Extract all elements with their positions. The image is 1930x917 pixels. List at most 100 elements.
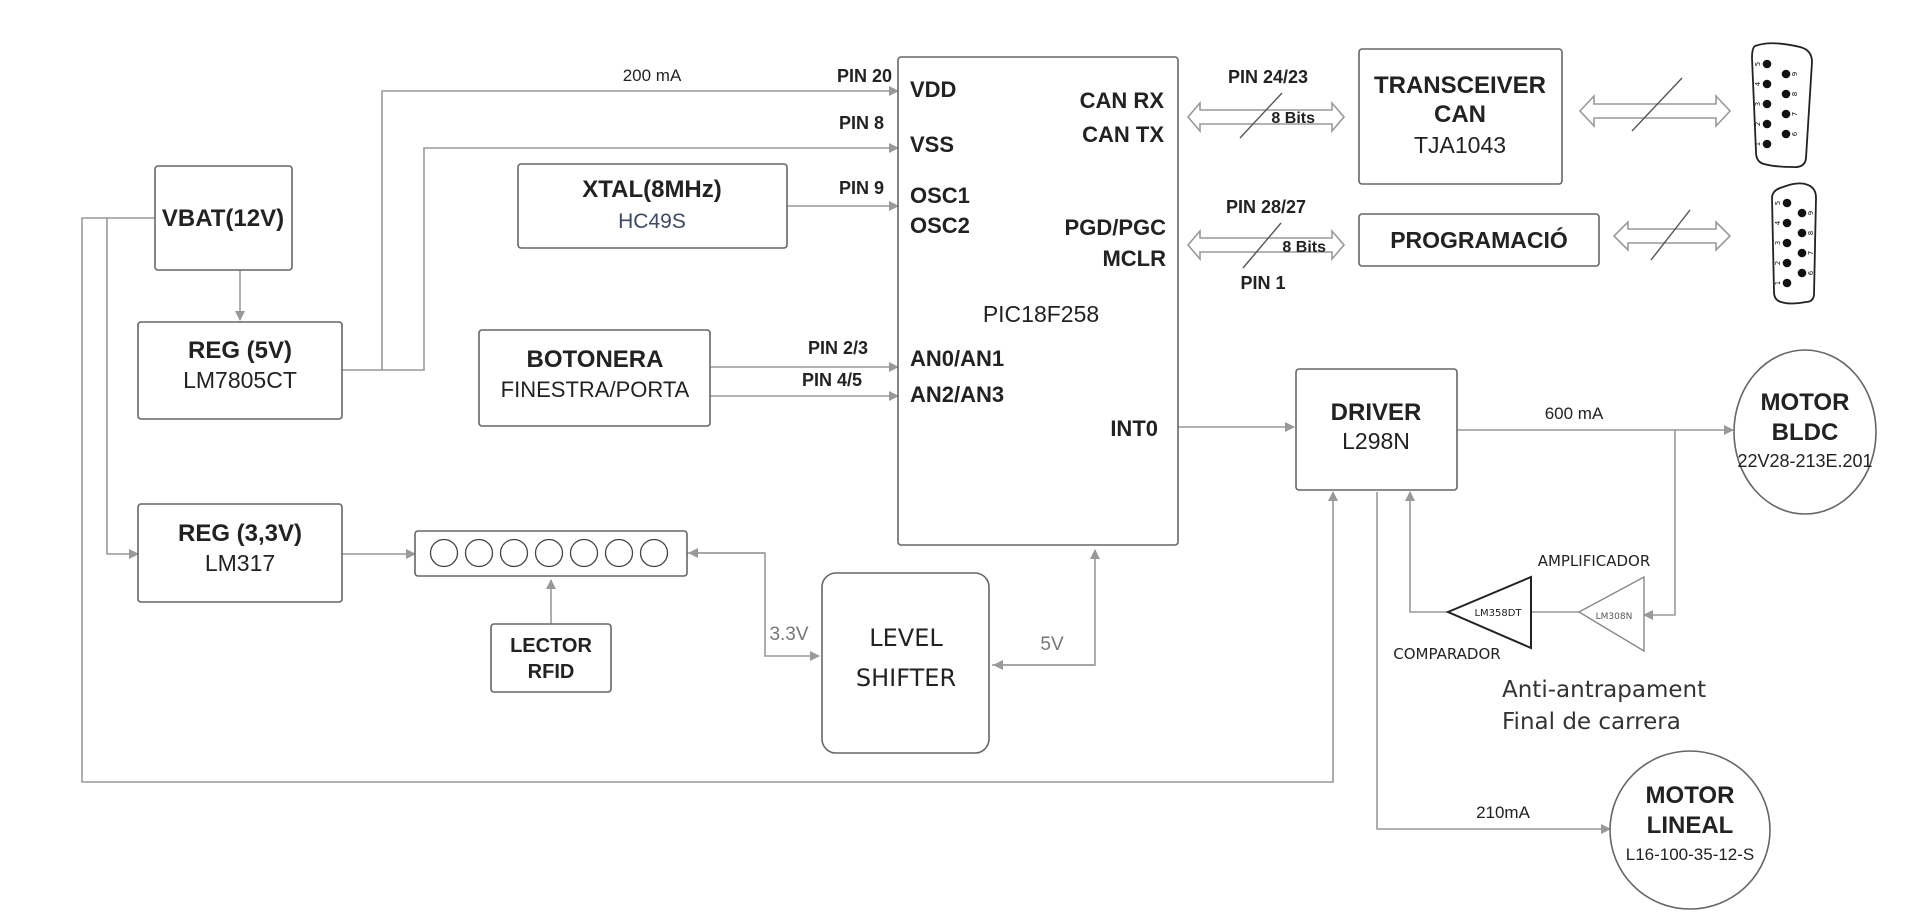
db9-pin-dot bbox=[1782, 198, 1792, 208]
slash-prog bbox=[1242, 222, 1282, 269]
programacio-title: PROGRAMACIÓ bbox=[1390, 226, 1568, 253]
wire-reg5-vss bbox=[382, 143, 899, 371]
driver-box bbox=[1295, 368, 1458, 491]
connector-pin bbox=[604, 538, 634, 568]
label-5v: 5V bbox=[1040, 634, 1064, 655]
mcu-pin-osc1: OSC1 bbox=[910, 183, 970, 208]
db9-pin-dot bbox=[1782, 258, 1792, 268]
transceiver-title-2: CAN bbox=[1434, 101, 1486, 128]
label-pin23: PIN 2/3 bbox=[808, 338, 868, 358]
levelshifter-box bbox=[821, 572, 990, 754]
lector-title-2: RFID bbox=[528, 661, 575, 683]
label-final-de-carrera: Final de carrera bbox=[1502, 709, 1681, 735]
db9-pin-dot bbox=[1781, 89, 1791, 99]
driver-sub: L298N bbox=[1342, 428, 1410, 454]
connector-pins bbox=[429, 538, 669, 568]
blocks bbox=[137, 48, 1877, 910]
label-pin8: PIN 8 bbox=[839, 113, 884, 133]
mcu-box bbox=[897, 56, 1179, 546]
motor-bldc-title-1: MOTOR bbox=[1761, 389, 1850, 416]
db9-pin-number: 2 bbox=[1754, 122, 1762, 126]
db9-pin-number: 9 bbox=[1791, 72, 1799, 76]
levelshifter-line2: SHIFTER bbox=[856, 664, 956, 692]
db9-pin-dot bbox=[1781, 129, 1791, 139]
db9-pin-number: 4 bbox=[1774, 220, 1782, 225]
xtal-title: XTAL(8MHz) bbox=[582, 176, 722, 203]
wire-reg5-vdd bbox=[342, 86, 899, 371]
db9-pin-number: 5 bbox=[1774, 201, 1782, 205]
label-bits-can: 8 Bits bbox=[1271, 110, 1315, 127]
db9-pin-number: 1 bbox=[1774, 281, 1782, 285]
lector-box bbox=[490, 623, 612, 693]
mcu-pin-vdd: VDD bbox=[910, 77, 956, 102]
slash-programacio-db9 bbox=[1650, 209, 1691, 261]
motor-lineal-title-2: LINEAL bbox=[1647, 812, 1734, 839]
db9-pin-dot bbox=[1782, 278, 1792, 288]
label-current-200ma: 200 mA bbox=[623, 66, 682, 85]
reg5-sub: LM7805CT bbox=[183, 367, 297, 393]
connector-pin bbox=[639, 538, 669, 568]
botonera-sub: FINESTRA/PORTA bbox=[501, 377, 690, 402]
wire-driver-lineal bbox=[1376, 492, 1611, 834]
label-current-600ma: 600 mA bbox=[1545, 404, 1604, 423]
mcu-pin-an01: AN0/AN1 bbox=[910, 346, 1004, 371]
label-amplificador: AMPLIFICADOR bbox=[1538, 552, 1651, 570]
motor-bldc-circle bbox=[1733, 349, 1877, 515]
bus-prog-mcu-programacio bbox=[1186, 228, 1346, 262]
label-anti-antrapament: Anti-antrapament bbox=[1502, 677, 1706, 703]
driver-title: DRIVER bbox=[1331, 399, 1422, 426]
bus-slashes bbox=[1239, 77, 1691, 269]
motor-lineal-sub: L16-100-35-12-S bbox=[1626, 845, 1755, 864]
bus-can-mcu-transceiver bbox=[1186, 100, 1346, 134]
db9-pin-dot bbox=[1782, 218, 1792, 228]
mcu-pin-mclr: MCLR bbox=[1102, 246, 1166, 271]
wire-vbat-reg33 bbox=[106, 217, 155, 559]
mcu-pin-osc2: OSC2 bbox=[910, 213, 970, 238]
db9-pin-number: 9 bbox=[1807, 211, 1815, 215]
bus-programacio-db9 bbox=[1612, 220, 1732, 252]
label-pin9: PIN 9 bbox=[839, 178, 884, 198]
xtal-box bbox=[517, 163, 788, 249]
db9-pin-number: 7 bbox=[1807, 251, 1815, 255]
vbat-box bbox=[154, 165, 293, 271]
programacio-box bbox=[1358, 213, 1600, 267]
db9-pin-dot bbox=[1797, 268, 1807, 278]
motor-lineal-title-1: MOTOR bbox=[1646, 782, 1735, 809]
db9-pin-number: 1 bbox=[1754, 142, 1762, 146]
label-pin2423: PIN 24/23 bbox=[1228, 67, 1308, 87]
slash-transceiver-db9 bbox=[1631, 77, 1683, 132]
db9-can-shell bbox=[1751, 42, 1813, 168]
db9-pin-number: 3 bbox=[1774, 241, 1782, 245]
label-pin2827: PIN 28/27 bbox=[1226, 197, 1306, 217]
xtal-sub: HC49S bbox=[618, 210, 686, 233]
comparator-triangle bbox=[1445, 575, 1532, 650]
db9-pin-number: 3 bbox=[1754, 102, 1762, 106]
reg33-title: REG (3,3V) bbox=[178, 520, 302, 547]
mcu-pin-canrx: CAN RX bbox=[1080, 88, 1165, 113]
bus-arrows bbox=[1186, 93, 1732, 262]
motor-bldc-title-2: BLDC bbox=[1772, 419, 1839, 446]
connector-pin bbox=[499, 538, 529, 568]
lector-title-1: LECTOR bbox=[510, 635, 592, 657]
reg5-box bbox=[137, 321, 343, 420]
botonera-box bbox=[478, 329, 711, 427]
db9-pin-number: 5 bbox=[1754, 62, 1762, 66]
db9-pin-number: 8 bbox=[1791, 92, 1799, 96]
db9-pin-dot bbox=[1781, 109, 1791, 119]
label-pin45: PIN 4/5 bbox=[802, 370, 862, 390]
wire-vbat-driver bbox=[81, 217, 1338, 783]
motor-lineal-circle bbox=[1609, 750, 1771, 910]
reg5-title: REG (5V) bbox=[188, 337, 292, 364]
db9-pin-dot bbox=[1782, 238, 1792, 248]
label-comparador: COMPARADOR bbox=[1393, 645, 1500, 663]
db9-pin-number: 8 bbox=[1807, 231, 1815, 235]
reg33-box bbox=[137, 503, 343, 603]
label-3v3: 3.3V bbox=[769, 624, 808, 645]
db9-pin-dot bbox=[1762, 59, 1772, 69]
mcu-pin-pgd: PGD/PGC bbox=[1065, 215, 1167, 240]
connector-pin bbox=[429, 538, 459, 568]
botonera-title: BOTONERA bbox=[527, 346, 664, 373]
